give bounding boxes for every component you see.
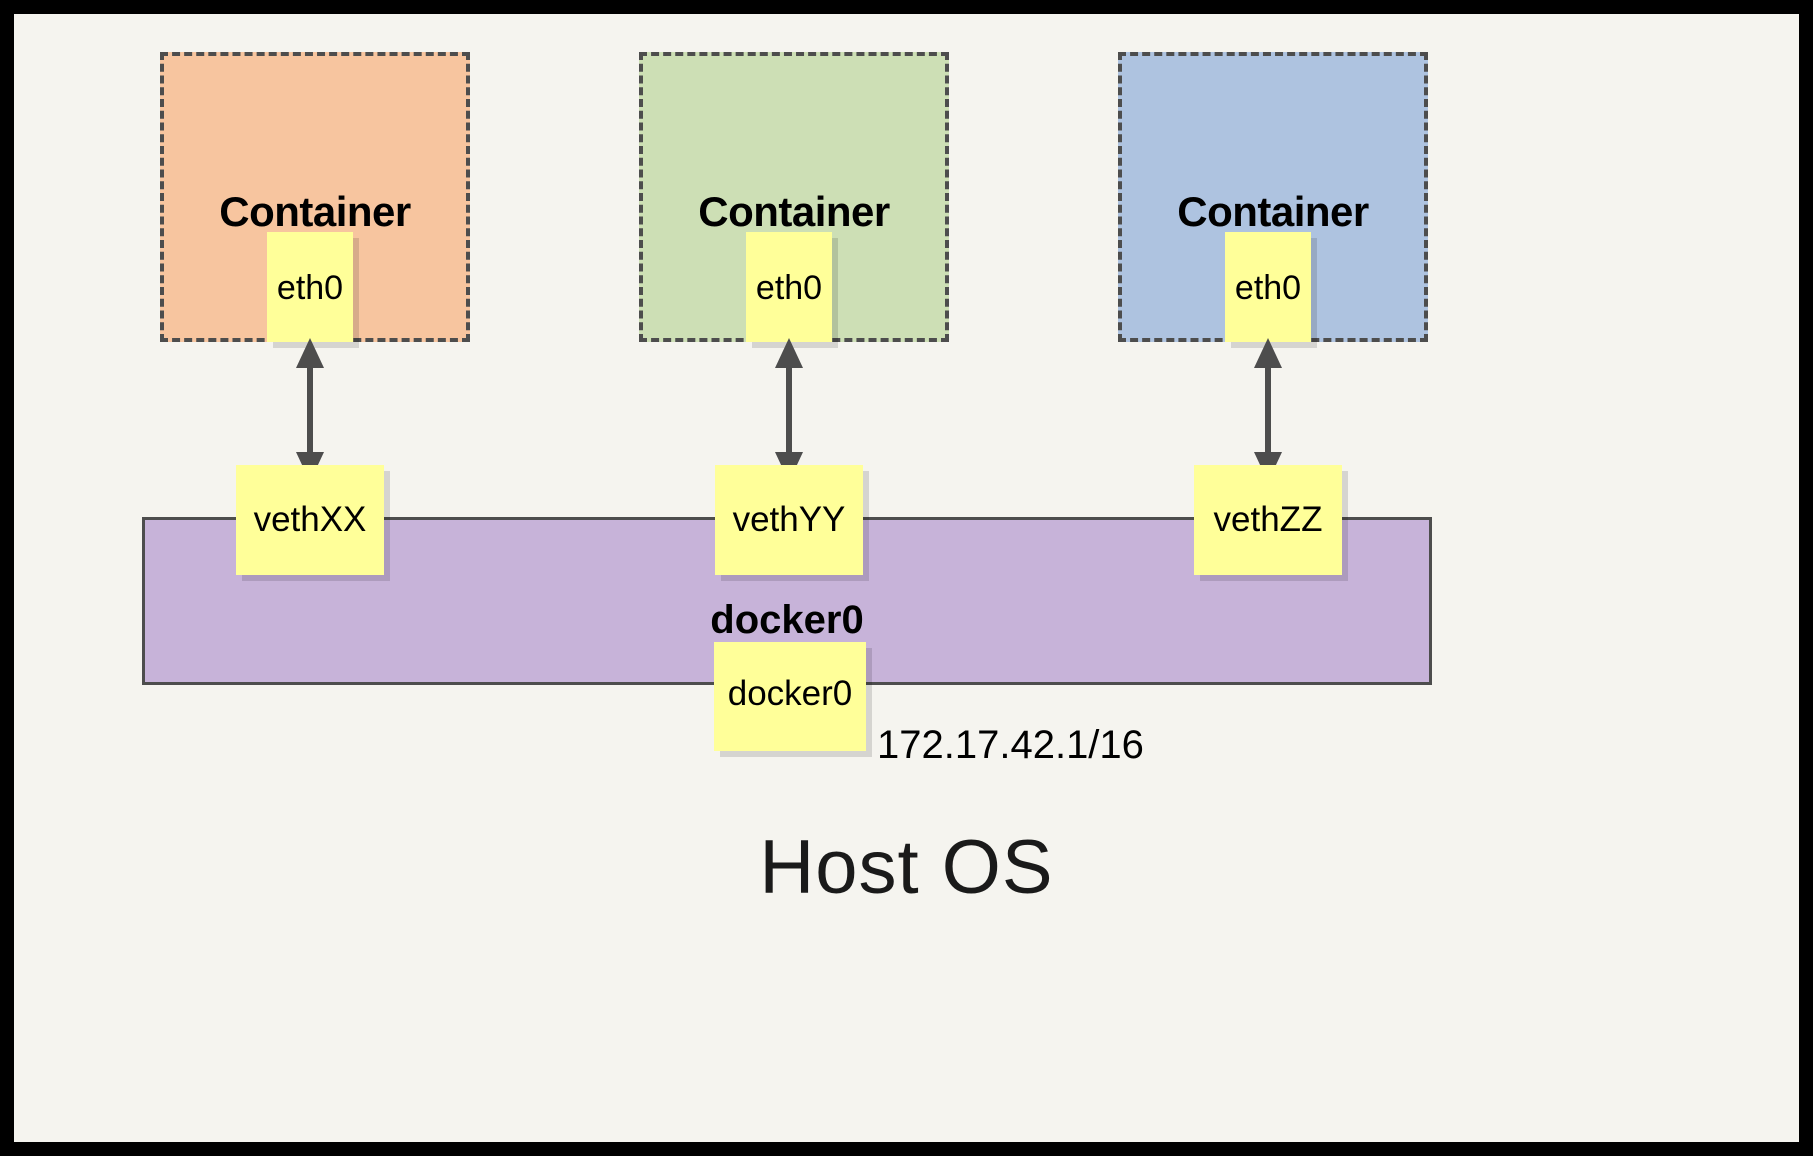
docker0-ip-address: 172.17.42.1/16 [877, 723, 1144, 767]
container-eth0-label-1: eth0 [276, 269, 344, 307]
container-eth0-box-1: eth0 [267, 232, 353, 342]
diagram-page: Container eth0 Container eth0 Container … [14, 14, 1799, 1142]
link-arrow-3 [1254, 338, 1282, 482]
link-arrow-1 [296, 338, 324, 482]
docker0-interface-label: docker0 [727, 674, 853, 713]
host-os-label: Host OS [759, 825, 1054, 910]
container-eth0-label-3: eth0 [1234, 269, 1302, 307]
docker0-bridge-label: docker0 [710, 598, 864, 642]
container-eth0-box-3: eth0 [1225, 232, 1311, 342]
container-title-2: Container [698, 188, 890, 235]
veth-box-2: vethYY [715, 465, 863, 575]
veth-box-3: vethZZ [1194, 465, 1342, 575]
container-eth0-label-2: eth0 [755, 269, 823, 307]
veth-label-3: vethZZ [1213, 500, 1323, 539]
veth-label-2: vethYY [732, 500, 846, 539]
veth-box-1: vethXX [236, 465, 384, 575]
container-title-1: Container [219, 188, 411, 235]
docker0-interface-box: docker0 [714, 642, 866, 751]
veth-label-1: vethXX [253, 500, 367, 539]
container-eth0-box-2: eth0 [746, 232, 832, 342]
link-arrow-2 [775, 338, 803, 482]
container-title-3: Container [1177, 188, 1369, 235]
